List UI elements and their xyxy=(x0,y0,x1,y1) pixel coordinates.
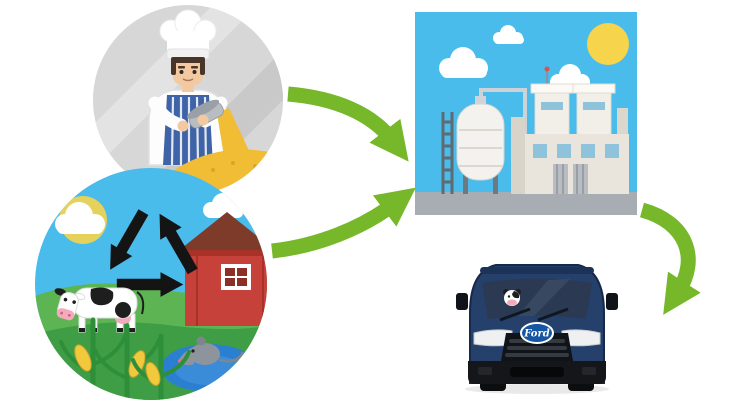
corn-stalk xyxy=(93,323,161,400)
background-stripe xyxy=(93,5,258,170)
van-bumper xyxy=(468,361,606,384)
wiper xyxy=(499,307,531,322)
fog-light-right xyxy=(582,367,596,375)
cow-eye xyxy=(63,297,68,302)
building-window xyxy=(605,144,619,158)
factory-building xyxy=(511,66,629,194)
building-window xyxy=(581,144,595,158)
cow-muzzle xyxy=(56,308,75,321)
arrow-factory-to-van xyxy=(639,202,701,315)
bowl-opening xyxy=(187,99,220,119)
farm-illustration xyxy=(35,168,267,400)
ford-logo: Ford xyxy=(520,322,554,344)
chef-mouth xyxy=(182,78,194,82)
barn xyxy=(177,212,267,326)
grain-speckle xyxy=(231,161,235,165)
barn-roof xyxy=(177,212,267,252)
baker-illustration xyxy=(93,5,283,195)
cow-sticker-icon xyxy=(503,289,521,306)
chef-hair-side xyxy=(171,61,176,75)
chef-hat-icon xyxy=(159,9,217,60)
van-illustration: Ford xyxy=(456,264,618,394)
chef-eyebrow xyxy=(191,66,198,69)
rat-tail xyxy=(218,351,245,363)
rooftop-cap xyxy=(572,83,616,94)
van-mirror-right xyxy=(606,293,618,310)
cow-hoof xyxy=(117,328,123,332)
tank-body xyxy=(456,103,505,181)
building-tower xyxy=(511,117,525,194)
antenna-light xyxy=(544,66,550,72)
chef-eyebrow xyxy=(178,66,185,69)
cow-hoof xyxy=(129,328,135,332)
tank-leg xyxy=(463,170,468,194)
chimney xyxy=(617,108,628,136)
cow-head xyxy=(54,288,86,321)
van-mirror-left xyxy=(456,293,468,310)
building-door xyxy=(553,164,568,194)
corn-stalk xyxy=(131,333,191,400)
chef-face xyxy=(173,57,203,85)
building-door xyxy=(573,164,588,194)
chef-hair-side xyxy=(200,61,205,75)
tank-leg xyxy=(493,170,498,194)
van-node: Ford xyxy=(452,243,622,395)
fog-light-left xyxy=(478,367,492,375)
baker-node xyxy=(93,5,283,195)
factory-node xyxy=(415,12,637,215)
storage-tank xyxy=(456,96,505,194)
chef-hair xyxy=(171,57,205,63)
cow-tail xyxy=(136,291,145,315)
bumper-intake xyxy=(510,367,564,377)
building-window xyxy=(583,102,605,110)
sun-icon xyxy=(587,23,629,65)
chef-eye xyxy=(179,70,184,74)
rat-body xyxy=(190,343,220,365)
chef-neck xyxy=(182,84,194,92)
cloud-icon xyxy=(55,202,105,234)
building-window xyxy=(533,144,547,158)
grain-speckle xyxy=(267,174,271,178)
ford-logo-text: Ford xyxy=(523,329,549,340)
rooftop-block xyxy=(534,89,570,137)
recycle-icon xyxy=(110,209,198,297)
cow-nostril xyxy=(60,311,64,315)
cow-patch xyxy=(90,287,114,306)
rooftop-cap xyxy=(530,83,574,94)
cloud-icon xyxy=(439,47,488,78)
grain-speckle xyxy=(211,168,215,172)
windshield-reflection xyxy=(518,279,570,316)
arrow-baker-to-factory xyxy=(287,86,409,162)
factory-illustration xyxy=(415,12,637,215)
rooftop-block xyxy=(576,89,612,137)
rat-ear xyxy=(196,336,206,346)
cloud-icon xyxy=(493,25,524,44)
arrow-farm-to-factory xyxy=(271,187,416,259)
cow-hoof xyxy=(79,328,85,332)
van-roof xyxy=(480,267,594,274)
ladder xyxy=(441,112,454,194)
building-window xyxy=(541,102,563,110)
rat-eye xyxy=(191,349,195,353)
chef-hand xyxy=(177,120,189,132)
factory-ground xyxy=(415,192,637,215)
barn-trim xyxy=(185,250,267,256)
building-window xyxy=(557,144,571,158)
cow-eye xyxy=(72,300,76,304)
van-grille xyxy=(501,333,573,361)
chef-hand xyxy=(197,114,209,126)
chef-eye xyxy=(192,70,197,74)
cow-patch xyxy=(115,302,131,318)
cow-icon xyxy=(54,287,145,333)
rat-icon xyxy=(178,336,245,366)
farm-node xyxy=(35,168,267,400)
cow-nostril xyxy=(67,313,71,317)
tank-cap xyxy=(475,96,486,106)
wiper xyxy=(537,307,569,322)
pipe xyxy=(479,88,527,137)
